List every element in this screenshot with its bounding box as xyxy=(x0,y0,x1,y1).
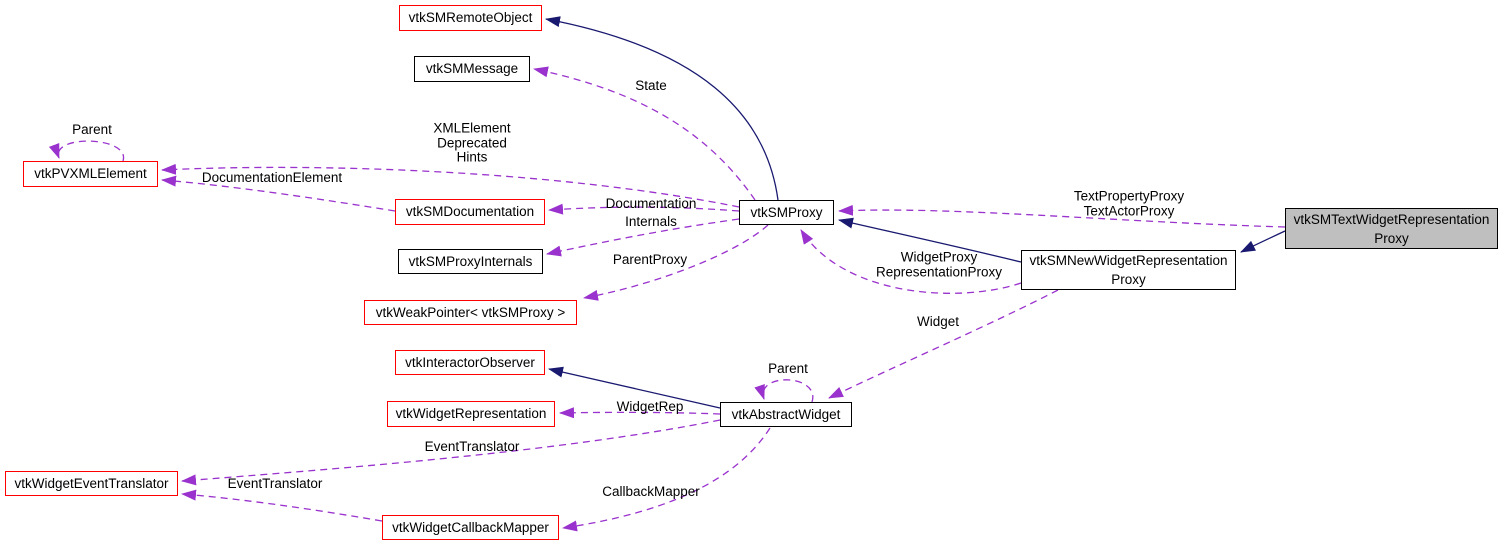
node-vtkPVXMLElement[interactable]: vtkPVXMLElement xyxy=(23,161,158,187)
edge-parentproxy xyxy=(583,224,769,301)
edge-label-parentproxy: ParentProxy xyxy=(612,251,688,267)
edge-abstractwidget-to-interactorobserver xyxy=(548,366,721,409)
edge-textpropertyproxy xyxy=(838,204,1286,228)
class-name-line1: vtkSMTextWidgetRepresentation xyxy=(1293,211,1490,227)
edge-label-callbackmapper: CallbackMapper xyxy=(602,483,700,499)
edge-eventtranslator-from-callbackmapper xyxy=(181,489,383,522)
edge-newwidgetproxy-to-vtkSMProxy xyxy=(838,217,1022,263)
edge-label-documentation: Documentation xyxy=(605,195,697,211)
class-name: vtkPVXMLElement xyxy=(34,166,147,181)
edge-label-widgetrep: WidgetRep xyxy=(616,398,684,414)
class-name: vtkSMDocumentation xyxy=(405,204,535,219)
node-vtkSMRemoteObject[interactable]: vtkSMRemoteObject xyxy=(399,5,542,31)
edge-widget xyxy=(828,289,1059,399)
class-name: vtkWidgetEventTranslator xyxy=(14,475,169,491)
node-vtkSMProxyInternals[interactable]: vtkSMProxyInternals xyxy=(398,249,543,274)
node-vtkWeakPointer-vtkSMProxy[interactable]: vtkWeakPointer< vtkSMProxy > xyxy=(364,300,577,325)
class-name-line2: Proxy xyxy=(1111,272,1146,287)
edge-label-eventtranslator-lower: EventTranslator xyxy=(227,475,323,491)
edge-state xyxy=(533,66,756,201)
edge-documentationelement xyxy=(161,175,396,212)
node-vtkWidgetEventTranslator[interactable]: vtkWidgetEventTranslator xyxy=(5,471,178,496)
edge-label-internals: Internals xyxy=(625,213,677,229)
node-vtkSMNewWidgetRepresentationProxy[interactable]: vtkSMNewWidgetRepresentation Proxy xyxy=(1021,250,1236,290)
edge-label-widget: Widget xyxy=(916,313,960,329)
node-vtkSMMessage[interactable]: vtkSMMessage xyxy=(414,56,530,82)
edge-callbackmapper xyxy=(562,427,771,532)
edge-xmlelement xyxy=(161,163,740,208)
class-name: vtkWidgetCallbackMapper xyxy=(392,519,549,535)
class-name: vtkWidgetRepresentation xyxy=(395,406,547,421)
edge-documentation xyxy=(548,203,740,215)
edge-textwidgetproxy-to-newwidgetproxy xyxy=(1240,230,1286,253)
edge-label-xmlelement-deprecated-hints: XMLElement Deprecated Hints xyxy=(433,120,511,165)
class-name: vtkWeakPointer< vtkSMProxy > xyxy=(375,304,566,320)
edge-label-eventtranslator-upper: EventTranslator xyxy=(424,438,520,454)
node-vtkWidgetCallbackMapper[interactable]: vtkWidgetCallbackMapper xyxy=(382,515,559,540)
node-vtkSMProxy[interactable]: vtkSMProxy xyxy=(739,200,834,225)
edge-parent-loop-pvxmlelement xyxy=(48,140,124,162)
node-vtkSMTextWidgetRepresentationProxy: vtkSMTextWidgetRepresentation Proxy xyxy=(1285,208,1498,249)
node-vtkWidgetRepresentation[interactable]: vtkWidgetRepresentation xyxy=(387,401,555,427)
edge-internals xyxy=(546,218,740,257)
edge-widgetproxy xyxy=(800,229,1022,294)
class-name-line1: vtkSMNewWidgetRepresentation xyxy=(1029,253,1228,268)
node-vtkInteractorObserver[interactable]: vtkInteractorObserver xyxy=(395,350,545,375)
edge-label-parent-abstractwidget: Parent xyxy=(768,360,808,376)
edge-label-documentationelement: DocumentationElement xyxy=(201,169,343,185)
class-name: vtkSMRemoteObject xyxy=(408,10,533,25)
edge-parent-loop-abstractwidget xyxy=(754,379,814,403)
class-name: vtkSMMessage xyxy=(425,61,519,76)
class-name: vtkAbstractWidget xyxy=(731,406,841,422)
class-name-line2: Proxy xyxy=(1374,230,1409,246)
edge-label-state: State xyxy=(635,77,667,93)
edge-widgetrep xyxy=(559,407,721,419)
edge-label-textpropertyproxy-textactorproxy: TextPropertyProxy TextActorProxy xyxy=(1073,188,1185,218)
class-name: vtkInteractorObserver xyxy=(405,354,535,370)
class-name: vtkSMProxy xyxy=(750,204,823,220)
edge-label-widgetproxy-representationproxy: WidgetProxy RepresentationProxy xyxy=(875,249,1003,279)
edge-label-parent-pvxmlelement: Parent xyxy=(72,121,112,137)
edge-vtkSMProxy-to-vtkSMRemoteObject xyxy=(545,16,779,201)
edge-eventtranslator-from-abstractwidget xyxy=(181,419,721,486)
node-vtkAbstractWidget[interactable]: vtkAbstractWidget xyxy=(720,402,852,427)
class-name: vtkSMProxyInternals xyxy=(408,253,533,269)
node-vtkSMDocumentation[interactable]: vtkSMDocumentation xyxy=(395,199,545,225)
